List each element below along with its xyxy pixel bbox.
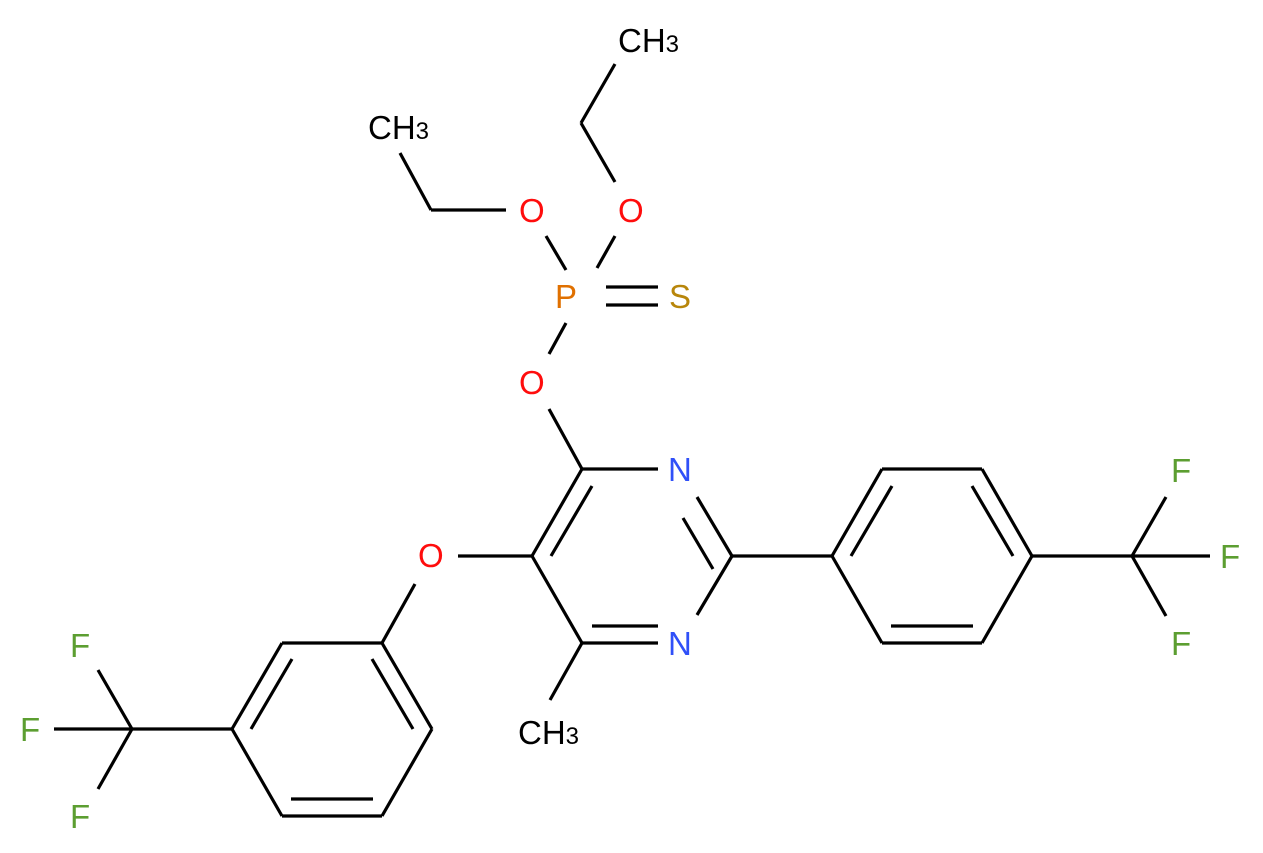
phosphorus-label: P (555, 278, 577, 315)
bond-cf3-right-f-top (1130, 496, 1168, 557)
fluorine-label-right-top: F (1171, 452, 1191, 489)
oxygen-label-phosphate: O (519, 364, 545, 401)
bond-lph-5 (380, 728, 434, 817)
fluorine-label-left-bottom: F (70, 798, 90, 835)
methyl-label-left: CH3 (368, 109, 429, 146)
methyl-label-top: CH3 (618, 22, 679, 59)
methyl-label-bottom: CH3 (518, 714, 579, 751)
bond-o-c4 (547, 408, 584, 470)
bond-cf3-left-f-top (96, 669, 134, 730)
oxygen-label-ethoxy-left: O (519, 192, 545, 229)
sulfur-label: S (669, 278, 691, 315)
bond-o-p-left (544, 235, 568, 271)
nitrogen-label-bottom: N (668, 625, 692, 662)
bond-rph-3 (980, 468, 1034, 557)
bond-p-o-lower (547, 322, 568, 355)
bond-lph-3 (230, 728, 284, 817)
atom-labels: CH3 CH3 O O P S O N N O CH3 F F F F F F (20, 22, 1240, 835)
oxygen-label-ether: O (418, 537, 444, 574)
bond-n3-c2-double (681, 517, 715, 570)
fluorine-label-right-bottom: F (1171, 625, 1191, 662)
bond-c2-n1 (695, 555, 734, 616)
bond-o-phenyl (380, 583, 417, 644)
bond-lph-6 (380, 642, 434, 730)
bond-rph-3-double (970, 485, 1015, 557)
bond-n3-c2 (695, 496, 734, 557)
bond-rph-1-double (849, 485, 894, 557)
bond-lph-6-double (370, 658, 415, 730)
fluorine-label-left-mid: F (20, 711, 40, 748)
bonds (54, 63, 1210, 818)
bond-lph-2-double (249, 658, 294, 730)
bond-rph-1 (830, 468, 884, 557)
oxygen-label-ethoxy-right: O (618, 192, 644, 229)
bond-rph-4 (980, 555, 1034, 644)
bond-rph-6 (830, 555, 884, 644)
bond-c6-c5 (530, 555, 584, 644)
bond-lph-2 (230, 642, 284, 730)
bond-c5-c4 (530, 468, 584, 557)
nitrogen-label-top: N (668, 451, 692, 488)
bond-c6-methyl (548, 642, 584, 701)
bond-ethyl-left-c-c (398, 152, 433, 211)
bond-ethyl-right-c-c (579, 63, 617, 124)
bond-cf3-right-f-bottom (1130, 555, 1168, 617)
bond-cf3-left-f-bottom (96, 728, 134, 790)
bond-c5-c4-double (549, 485, 594, 557)
fluorine-label-left-top: F (70, 627, 90, 664)
fluorine-label-right-mid: F (1220, 538, 1240, 575)
bond-o-p-right (595, 235, 617, 269)
bond-ethyl-right-c-o (579, 122, 617, 183)
